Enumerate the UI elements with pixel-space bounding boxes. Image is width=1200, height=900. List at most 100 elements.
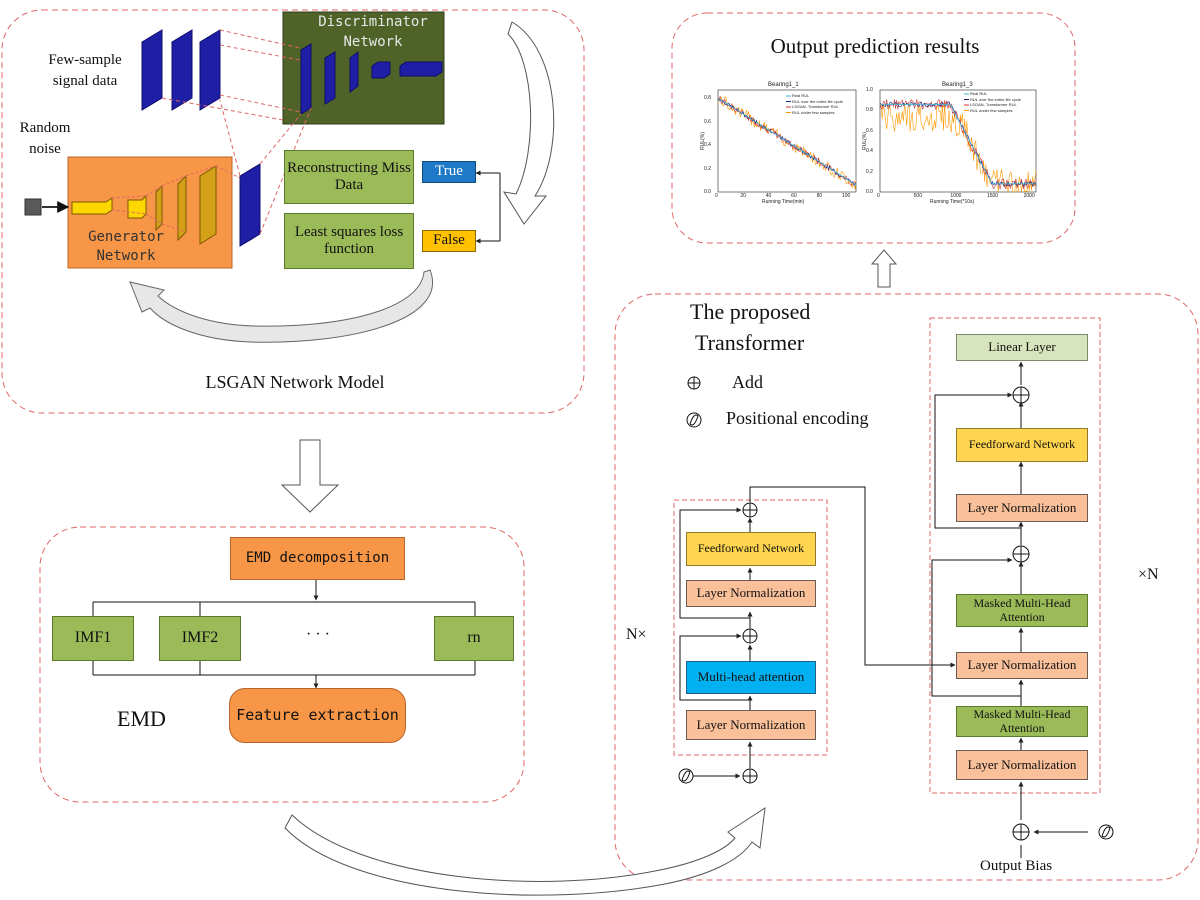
x-tick-label: 2000 (1023, 193, 1035, 199)
y-tick-label: 0.6 (704, 118, 711, 125)
noise-square (24, 198, 42, 216)
plot-frame (879, 89, 1037, 193)
generator-connection-lines (111, 165, 241, 233)
legend-item: Real RUL (792, 93, 810, 98)
encoder-feedforward-box: Feedforward Network (686, 532, 816, 566)
decoder-lines (931, 361, 1088, 858)
x-tick-label: 80 (816, 193, 823, 199)
loss-function-box: Least squares loss function (284, 213, 414, 269)
imf2-box: IMF2 (159, 616, 241, 661)
y-tick-label: 0.6 (866, 127, 873, 134)
feedback-curved-arrow (129, 269, 433, 343)
x-tick-label: 0 (715, 193, 718, 199)
decoder-linear-layer: Linear Layer (956, 334, 1088, 361)
random-noise-label: Random noise (19, 120, 71, 157)
chart-bearing1-3-xlabel: Running Time(*10s) (930, 199, 975, 205)
chart-bearing1-1-title: Bearing1_1 (768, 82, 799, 88)
rul-series-line (879, 101, 1037, 193)
chart-bearing1-3-plot (879, 89, 1037, 193)
discriminator-layers (300, 43, 443, 115)
decoder-layer-norm-2: Layer Normalization (956, 652, 1088, 679)
rul-series-line (879, 101, 1037, 188)
encoder-layer-norm-top: Layer Normalization (686, 580, 816, 607)
lsgan-panel (1, 9, 585, 414)
discriminator-curved-arrow (502, 21, 555, 225)
generator-layers (71, 165, 217, 245)
y-tick-label: 0.4 (866, 148, 873, 155)
chart-bearing1-3-legend: Real RUL RUL over the entire life cycle … (970, 91, 1021, 113)
encoder-multihead-attention: Multi-head attention (686, 661, 816, 694)
chart-bearing1-1-legend: Real RUL RUL over the entire life cycle … (792, 93, 843, 115)
emd-decomposition-box: EMD decomposition (230, 537, 405, 580)
chart-bearing1-1: Bearing1_1 Running Time(min) RUL(%) Real… (700, 78, 860, 208)
rul-series-line (717, 98, 857, 187)
imf-ellipsis: · · · (306, 626, 330, 643)
decoder-dashed-box (929, 317, 1101, 794)
transformer-title-line2: Transformer (695, 330, 805, 355)
legend-item: LSGAN- Transformer RUL (792, 104, 839, 109)
rul-series-line (879, 98, 1037, 190)
chart-bearing1-3: Bearing1_3 Running Time(*10s) RUL(%) Rea… (862, 78, 1040, 208)
add-circles (687, 376, 1030, 841)
y-tick-label: 0.2 (866, 168, 873, 175)
false-box: False (422, 230, 476, 252)
x-tick-label: 1500 (986, 193, 999, 199)
encoder-lines (679, 486, 956, 779)
x-tick-label: 40 (765, 193, 772, 199)
rn-box: rn (434, 616, 514, 661)
decoder-repeat-label: ×N (1138, 566, 1159, 583)
decoder-layer-norm-1: Layer Normalization (956, 494, 1088, 522)
encoder-repeat-label: N× (626, 626, 647, 643)
generator-label: Generator Network (88, 229, 164, 264)
encoder-layer-norm-bottom: Layer Normalization (686, 710, 816, 740)
x-tick-label: 0 (877, 193, 880, 199)
y-tick-label: 1.0 (866, 87, 873, 93)
feature-extraction-box: Feature extraction (229, 688, 406, 743)
decoder-feedforward-box: Feedforward Network (956, 428, 1088, 462)
chart-bearing1-1-xlabel: Running Time(min) (762, 199, 805, 205)
transformer-title-line1: The proposed (690, 299, 811, 324)
decoder-masked-attention-2: Masked Multi-Head Attention (956, 706, 1088, 737)
legend-item: RUL over the entire life cycle (970, 96, 1021, 102)
x-tick-label: 1000 (950, 193, 962, 199)
legend-item: RUL under few samples (792, 109, 835, 115)
discriminator-label: Discriminator Network (318, 14, 428, 50)
x-tick-label: 20 (740, 193, 746, 199)
output-bias-label: Output Bias (980, 858, 1053, 874)
y-tick-label: 0.0 (704, 189, 711, 195)
transformer-to-output-arrow (870, 249, 898, 288)
y-tick-label: 0.8 (866, 107, 873, 114)
x-tick-label: 100 (841, 193, 851, 199)
transformer-panel (614, 293, 1199, 881)
plot-frame (717, 89, 857, 193)
y-tick-label: 0.8 (704, 95, 711, 102)
legend-item: RUL over the entire life cycle (792, 98, 843, 104)
few-sample-label: Few-sample signal data (48, 52, 122, 89)
output-panel (671, 12, 1076, 244)
decoder-layer-norm-3: Layer Normalization (956, 750, 1088, 780)
chart-bearing1-1-plot (717, 89, 857, 193)
positional-encoding-legend-label: Positional encoding (726, 408, 869, 428)
decoder-masked-attention-1: Masked Multi-Head Attention (956, 594, 1088, 627)
x-tick-label: 500 (913, 193, 922, 199)
chart-bearing1-3-title: Bearing1_3 (942, 82, 973, 88)
rul-series-line (717, 97, 857, 186)
y-tick-label: 0.2 (704, 165, 711, 172)
y-tick-label: 0.4 (704, 142, 711, 149)
rul-series-line (880, 103, 1036, 185)
legend-item: RUL under few samples (970, 107, 1013, 113)
emd-to-transformer-arrow (284, 806, 766, 896)
emd-tree-lines (92, 580, 476, 689)
true-box: True (422, 161, 476, 183)
rul-series-line (717, 95, 857, 190)
imf1-box: IMF1 (52, 616, 134, 661)
lsgan-to-emd-arrow (280, 439, 340, 513)
emd-title: EMD (117, 706, 166, 731)
legend-item: LSGAN- Transformer RUL (970, 102, 1017, 107)
positional-encoding-icons (678, 412, 1114, 840)
y-tick-label: 0.0 (866, 189, 873, 195)
add-legend-label: Add (732, 372, 763, 392)
reconstruct-box: Reconstructing Miss Data (284, 150, 414, 204)
signal-slabs (141, 29, 261, 247)
